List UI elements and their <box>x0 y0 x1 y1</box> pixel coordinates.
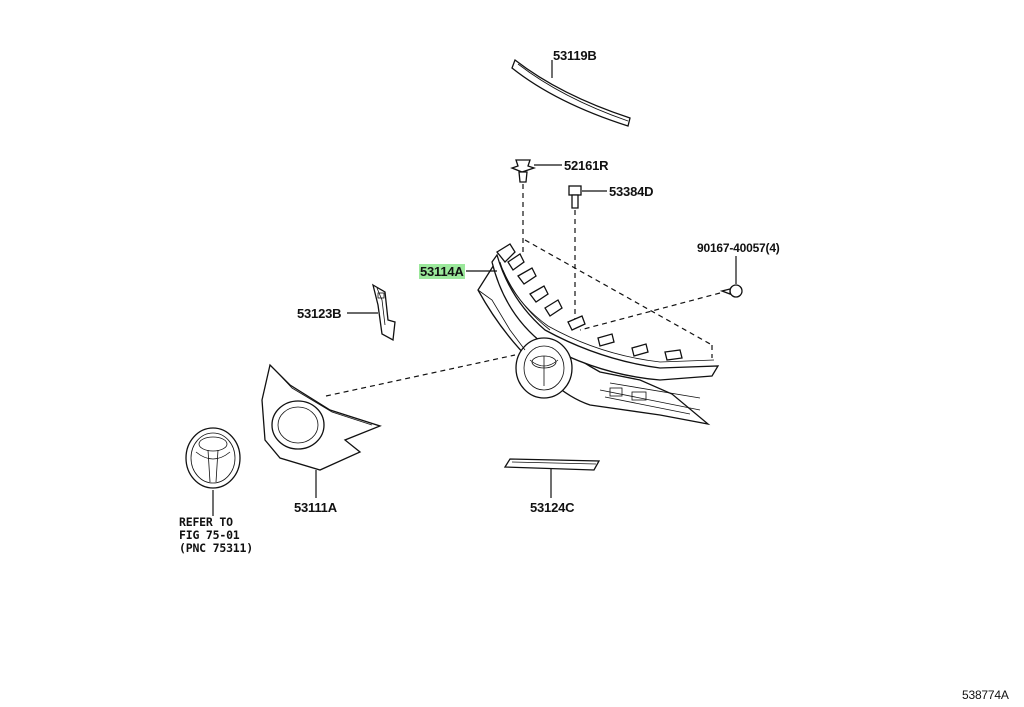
label-53123b[interactable]: 53123B <box>297 306 342 321</box>
label-53111a[interactable]: 53111A <box>294 500 337 515</box>
refer-note-line2: FIG 75-01 <box>179 528 240 542</box>
label-53119b[interactable]: 53119B <box>553 48 597 63</box>
figure-code: 538774A <box>962 688 1009 702</box>
dash-grille-top <box>524 239 713 346</box>
bezel-53111a[interactable] <box>261 363 382 471</box>
label-90167[interactable]: 90167-40057(4) <box>697 241 780 255</box>
grille-53114a[interactable] <box>477 243 720 426</box>
emblem-icon[interactable] <box>185 427 241 489</box>
label-53114a[interactable]: 53114A <box>419 264 465 279</box>
bolt-53384d[interactable] <box>568 185 582 209</box>
dash-90167 <box>579 292 721 331</box>
plate-53124c[interactable] <box>503 458 601 471</box>
label-53124c[interactable]: 53124C <box>530 500 575 515</box>
bracket-53123b[interactable] <box>371 283 396 342</box>
refer-note-line3: (PNC 75311) <box>179 541 253 555</box>
clip-52161r[interactable] <box>510 159 537 183</box>
label-52161r[interactable]: 52161R <box>564 158 609 173</box>
refer-note-line1: REFER TO <box>179 515 233 529</box>
label-53384d[interactable]: 53384D <box>609 184 654 199</box>
dash-bezel <box>325 354 516 397</box>
highlighted-part-number: 53114A <box>419 264 465 279</box>
molding-strip-53119b[interactable] <box>511 58 631 127</box>
screw-90167[interactable] <box>719 284 743 298</box>
